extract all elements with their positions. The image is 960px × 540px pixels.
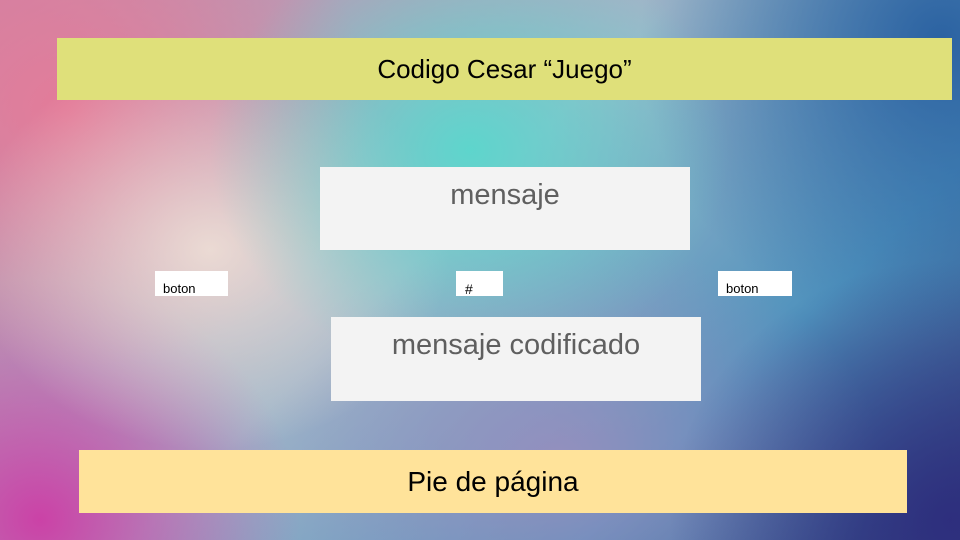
encoded-message-output: mensaje codificado xyxy=(331,317,701,401)
page-title: Codigo Cesar “Juego” xyxy=(377,53,632,84)
message-input[interactable]: mensaje xyxy=(320,167,690,250)
page-footer: Pie de página xyxy=(79,450,907,513)
right-button[interactable]: boton xyxy=(718,271,792,296)
left-button[interactable]: boton xyxy=(155,271,228,296)
shift-value-field[interactable]: # xyxy=(456,271,503,296)
encoded-message-text: mensaje codificado xyxy=(391,329,641,361)
footer-text: Pie de página xyxy=(407,465,579,497)
page-header: Codigo Cesar “Juego” xyxy=(57,38,952,100)
message-input-text: mensaje xyxy=(450,179,560,211)
